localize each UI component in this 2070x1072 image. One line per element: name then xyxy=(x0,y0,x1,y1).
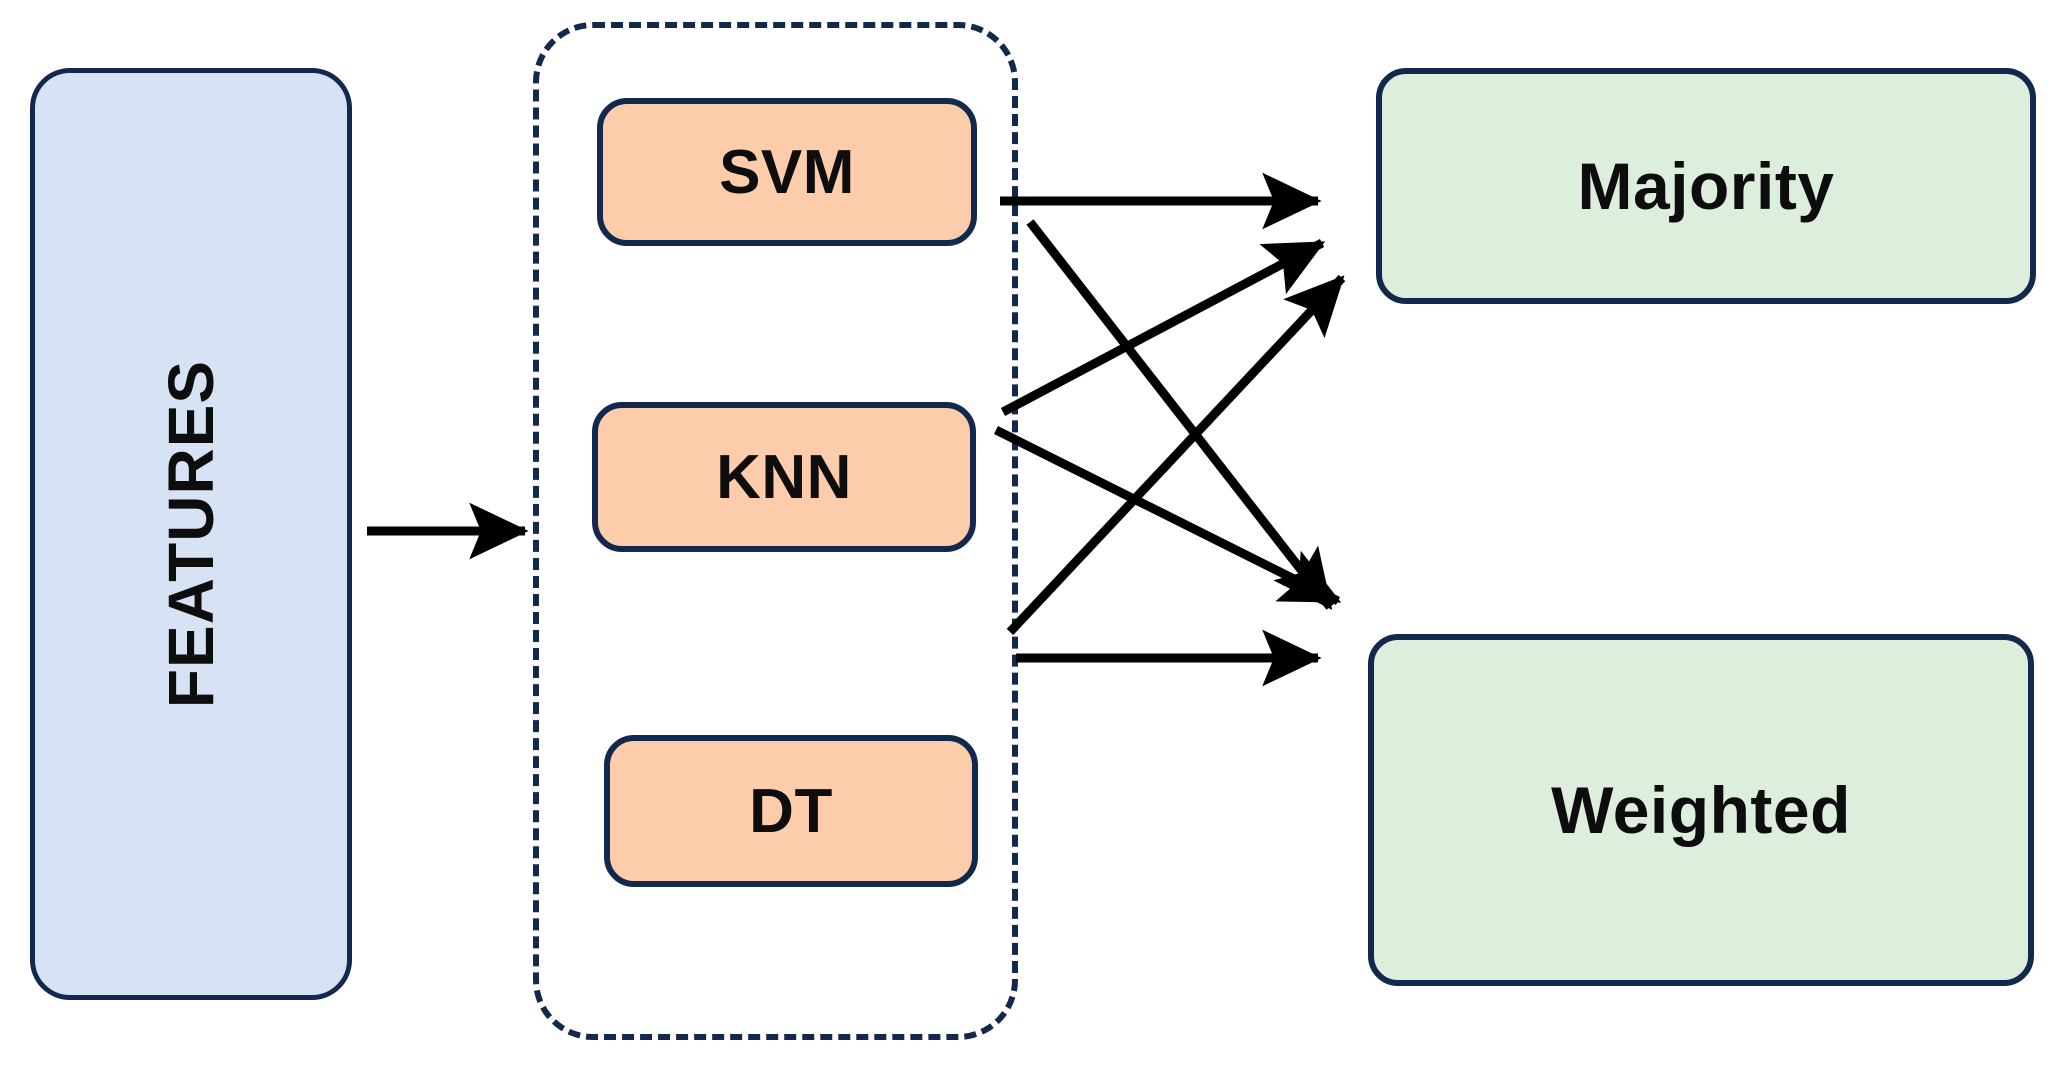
arrow-knn-to-majority xyxy=(1000,239,1326,416)
classifier-label-knn: KNN xyxy=(716,442,852,512)
arrow-dt-to-majority xyxy=(1006,274,1346,636)
output-label-weighted: Weighted xyxy=(1551,773,1851,847)
features-input-box[interactable]: FEATURES xyxy=(30,68,352,1000)
output-box-weighted[interactable]: Weighted xyxy=(1368,634,2034,986)
classifier-box-knn[interactable]: KNN xyxy=(592,402,976,552)
features-label: FEATURES xyxy=(155,359,227,709)
output-box-majority[interactable]: Majority xyxy=(1376,68,2036,304)
classifier-label-dt: DT xyxy=(749,776,833,846)
output-label-majority: Majority xyxy=(1577,149,1835,223)
arrow-svm-to-weighted xyxy=(1026,219,1334,610)
classifier-box-svm[interactable]: SVM xyxy=(597,98,977,246)
classifier-label-svm: SVM xyxy=(719,137,855,207)
classifier-box-dt[interactable]: DT xyxy=(604,735,978,887)
arrow-knn-to-weighted xyxy=(993,425,1342,606)
